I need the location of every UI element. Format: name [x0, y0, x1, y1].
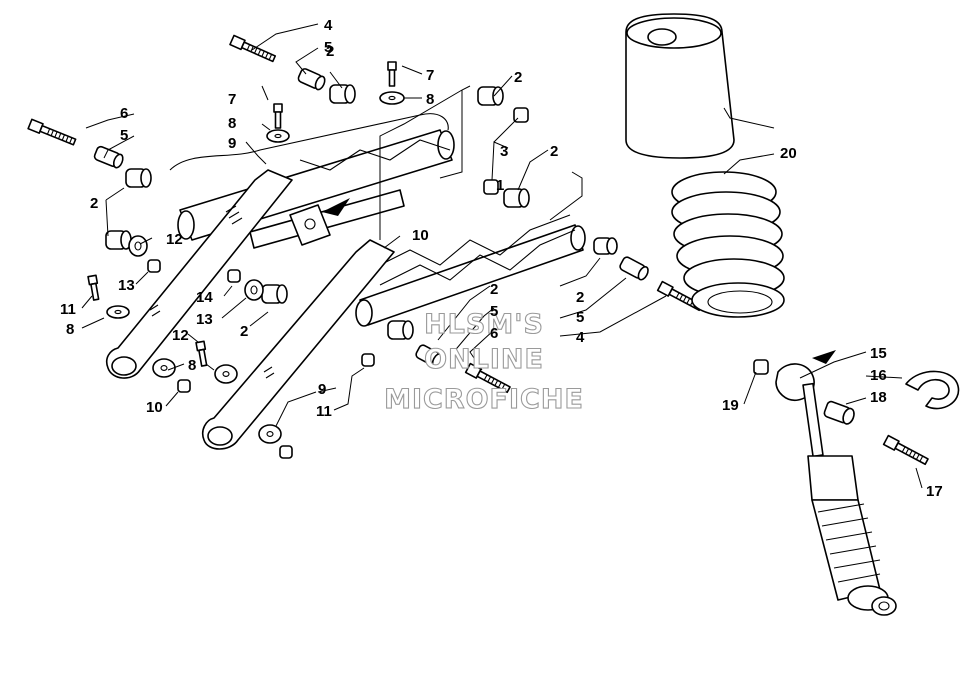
callout-2: 2 [90, 195, 98, 212]
callout-8: 8 [66, 321, 74, 338]
callout-18: 19 [722, 397, 739, 414]
callout-10: 11 [316, 403, 332, 420]
callout-2: 2 [490, 281, 498, 298]
callout-10: 10 [146, 399, 163, 416]
callout-5: 5 [576, 309, 584, 326]
callout-8: 8 [188, 357, 196, 374]
callout-6: 6 [120, 105, 128, 122]
bushings [93, 68, 855, 425]
callout-2: 2 [240, 323, 248, 340]
callout-6: 6 [490, 325, 498, 342]
callout-11: 11 [60, 301, 76, 318]
callout-13: 13 [118, 277, 135, 294]
callout-4: 4 [576, 329, 585, 346]
callout-8: 8 [426, 91, 434, 108]
leader-lines [81, 23, 923, 489]
callout-1: 1 [496, 177, 504, 194]
callout-labels: 1 2 2 2 2 2 2 2 3 4 4 5 5 5 5 6 6 7 7 8 … [60, 17, 943, 500]
callout-2: 2 [550, 143, 558, 160]
suspension-frame [105, 113, 586, 450]
direction-arrow-icon [812, 350, 836, 364]
callout-9: 10 [412, 227, 429, 244]
callout-7: 7 [228, 91, 236, 108]
callout-3: 3 [500, 143, 508, 160]
callout-5: 5 [324, 39, 332, 56]
callout-12: 12 [166, 231, 183, 248]
retaining-ring [905, 370, 960, 410]
callout-15: 16 [870, 367, 887, 384]
callout-11: 12 [172, 327, 189, 344]
callout-2: 2 [514, 69, 522, 86]
callout-19: 20 [780, 145, 797, 162]
callout-5: 5 [120, 127, 128, 144]
washers-and-nuts [106, 91, 769, 459]
watermark-line-2: ONLINE [424, 344, 544, 375]
bump-stop [625, 13, 735, 159]
callout-16: 17 [926, 483, 943, 500]
watermark-line-3: MICROFICHE [384, 384, 584, 415]
bolts [27, 34, 929, 466]
callout-2: 2 [326, 43, 334, 60]
watermark-line-1: HLSM'S [424, 309, 544, 340]
coil-spring [671, 171, 785, 318]
callout-2: 2 [576, 289, 584, 306]
callout-9: 9 [228, 135, 236, 152]
callout-8: 9 [318, 381, 326, 398]
callout-13: 14 [196, 289, 213, 306]
callout-4: 4 [324, 17, 333, 34]
callout-8: 8 [228, 115, 236, 132]
callout-7: 7 [426, 67, 434, 84]
callout-5: 5 [490, 303, 498, 320]
callout-12: 13 [196, 311, 213, 328]
direction-arrow-icon [322, 198, 350, 216]
shock-absorber [775, 363, 897, 616]
callout-17: 18 [870, 389, 887, 406]
callout-14: 15 [870, 345, 887, 362]
